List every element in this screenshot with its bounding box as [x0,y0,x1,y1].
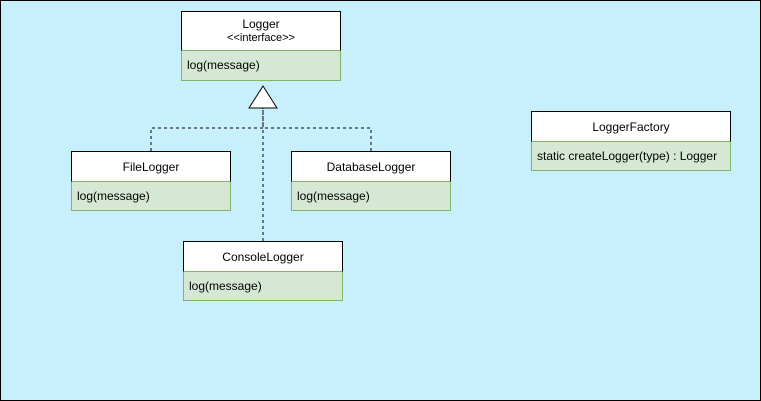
class-method: log(message) [297,189,370,203]
class-header: DatabaseLogger [291,151,451,182]
class-method: log(message) [189,279,262,293]
class-database-logger[interactable]: DatabaseLogger log(message) [291,151,451,211]
class-header: LoggerFactory [531,111,731,142]
class-header: Logger <<interface>> [181,11,341,51]
class-logger[interactable]: Logger <<interface>> log(message) [181,11,341,81]
class-name: FileLogger [122,159,180,174]
inheritance-arrowhead [248,85,278,109]
class-stereotype: <<interface>> [227,32,295,44]
class-logger-factory[interactable]: LoggerFactory static createLogger(type) … [531,111,731,171]
class-console-logger[interactable]: ConsoleLogger log(message) [183,241,343,301]
class-method: log(message) [187,58,260,72]
class-header: FileLogger [71,151,231,182]
realization-edge-database-logger [263,127,372,151]
class-name: DatabaseLogger [326,159,416,174]
class-name: Logger [242,17,280,31]
class-name: LoggerFactory [592,119,670,134]
class-header: ConsoleLogger [183,241,343,272]
realization-edge-file-logger [150,108,264,151]
class-file-logger[interactable]: FileLogger log(message) [71,151,231,211]
class-method: log(message) [77,189,150,203]
class-name: ConsoleLogger [222,249,304,264]
class-method: static createLogger(type) : Logger [537,149,718,163]
